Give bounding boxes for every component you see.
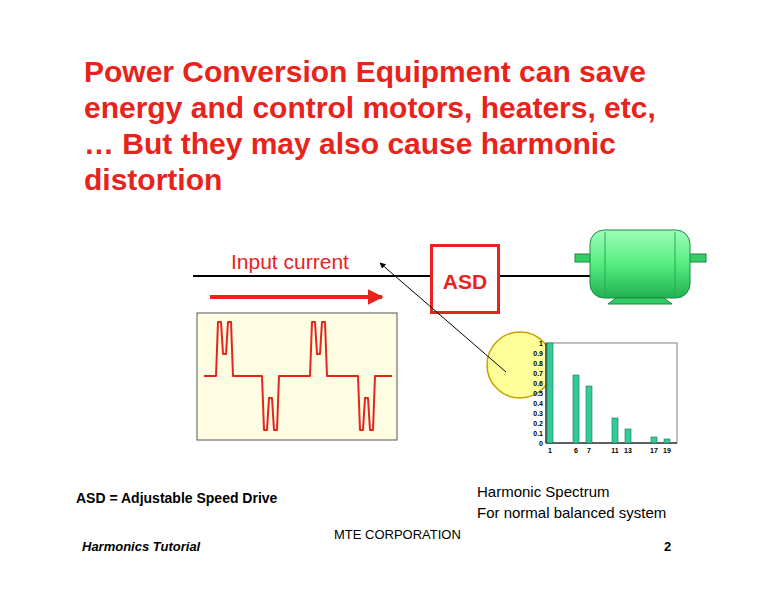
spectrum-subheading: For normal balanced system	[477, 505, 666, 520]
y-tick-label: 0.4	[533, 400, 543, 407]
harmonic-bar	[586, 386, 592, 443]
current-waveform	[204, 322, 392, 430]
company-name: MTE CORPORATION	[334, 528, 461, 541]
motor-illustration	[575, 230, 706, 304]
leader-arrow	[380, 263, 506, 372]
abbreviation-note: ASD = Adjustable Speed Drive	[76, 491, 277, 505]
y-tick-label: 0	[539, 440, 543, 447]
harmonic-bar	[612, 418, 618, 443]
spectrum-chart	[546, 343, 677, 443]
harmonic-bar	[573, 375, 579, 443]
x-tick-label: 6	[574, 447, 578, 454]
harmonic-bar	[664, 439, 670, 443]
y-tick-label: 0.3	[533, 410, 543, 417]
harmonic-bar	[625, 429, 631, 443]
motor-rib	[675, 232, 676, 296]
y-tick-label: 0.5	[533, 390, 543, 397]
y-tick-label: 0.2	[533, 420, 543, 427]
y-tick-label: 0.1	[533, 430, 543, 437]
x-tick-label: 1	[548, 447, 552, 454]
current-arrow	[210, 295, 382, 299]
y-tick-label: 0.9	[533, 350, 543, 357]
motor-shaft	[575, 254, 592, 262]
motor-base	[608, 298, 672, 304]
x-tick-label: 19	[663, 447, 671, 454]
x-axis	[546, 443, 677, 444]
drive-box: ASD	[430, 244, 500, 314]
motor-wire	[500, 275, 590, 277]
y-tick-label: 0.6	[533, 380, 543, 387]
y-tick-label: 1	[539, 340, 543, 347]
x-tick-label: 17	[650, 447, 658, 454]
harmonic-bar	[651, 437, 657, 443]
waveform-box	[197, 313, 397, 440]
page-number: 2	[664, 540, 671, 553]
harmonic-bar	[547, 343, 553, 443]
motor-body	[590, 230, 690, 298]
current-label: Input current	[231, 251, 349, 272]
spectrum-heading: Harmonic Spectrum	[477, 484, 610, 499]
x-tick-label: 11	[611, 447, 618, 454]
drive-label: ASD	[443, 271, 487, 292]
footer-title: Harmonics Tutorial	[82, 540, 200, 553]
y-tick-label: 0.8	[533, 360, 543, 367]
slide-title: Power Conversion Equipment can save ener…	[84, 54, 679, 198]
x-tick-label: 7	[587, 447, 591, 454]
plot-area	[546, 343, 677, 443]
motor-shaft	[688, 254, 706, 262]
ellipse-outline	[485, 330, 555, 400]
motor-rib	[605, 232, 606, 296]
x-tick-label: 13	[624, 447, 632, 454]
y-axis	[546, 343, 547, 443]
ellipse-shape	[487, 332, 553, 398]
y-tick-label: 0.7	[533, 370, 543, 377]
